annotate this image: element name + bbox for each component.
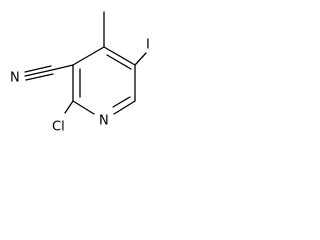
bond-nitrile-triple-3: [25, 73, 54, 81]
bond-nitrile-triple-2: [24, 65, 52, 73]
atom-label-chlorine: Cl: [52, 120, 65, 135]
atom-label-nitrile-nitrogen: N: [10, 71, 20, 86]
bond-c4-c5: [103, 46, 136, 66]
bond-c3-nitrile-carbon: [51, 64, 74, 71]
bond-c6-n1-inner: [112, 96, 131, 108]
bond-c2-chlorine: [64, 100, 74, 114]
bond-c5-iodine: [134, 52, 147, 66]
pyridine-ring: [72, 46, 136, 115]
bond-c6-n1: [113, 100, 136, 115]
molecule-structure: I N N Cl: [10, 11, 150, 135]
atom-label-ring-nitrogen: N: [99, 114, 109, 129]
atom-label-iodine: I: [146, 38, 150, 53]
bond-c3-c4: [72, 46, 105, 66]
bond-nitrile-triple-1: [24, 69, 53, 77]
substituents: [24, 11, 147, 114]
bond-c4-c5-inner: [106, 54, 132, 70]
bond-n1-c2: [72, 100, 95, 115]
